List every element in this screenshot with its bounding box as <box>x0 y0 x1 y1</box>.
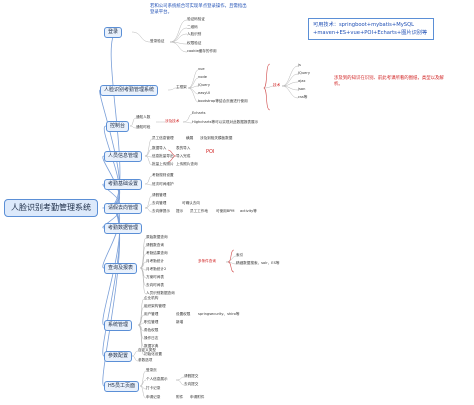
top-note: 若和公司系统统合可实现单点登录操作，且需指出登录平台。 <box>150 4 247 15</box>
branch-login[interactable]: 登录 <box>104 27 123 38</box>
login-item[interactable]: cookie缓存的作用 <box>187 49 217 53</box>
leave-extra: 提示 <box>176 209 184 213</box>
h5-item[interactable]: 申请记录 <box>146 395 161 399</box>
poi-label: POI <box>206 149 215 155</box>
people-item[interactable]: 数据导入 <box>152 146 167 150</box>
query-item[interactable]: 考勤结果查询 <box>146 251 168 255</box>
face-main-frame[interactable]: 主框架 <box>176 85 187 89</box>
h5-extra: 附件 <box>176 395 184 399</box>
tech-item[interactable]: js <box>298 63 301 67</box>
face-note: 涉及到的知识在识别、前此考课所看的图纸，类型以及解析。 <box>334 76 444 87</box>
h5-extra: 去向提交 <box>184 382 199 386</box>
query-item[interactable]: 月考勤统计2 <box>146 267 167 271</box>
leave-item[interactable]: 请假管理 <box>152 193 167 197</box>
system-item[interactable]: 用户管理 <box>144 312 159 316</box>
root-node[interactable]: 人脸识别考勤管理系统 <box>4 199 98 217</box>
login-item[interactable]: 人脸识别 <box>187 32 202 36</box>
system-extra: springsecurity、shiro等 <box>198 312 240 316</box>
leave-extra: activity等 <box>240 209 257 213</box>
people-extra: 表的导入 <box>176 146 191 150</box>
people-extra: 横展 <box>186 136 194 140</box>
branch-h5[interactable]: H5员工页面 <box>104 381 139 392</box>
leave-extra: 可使用BPM <box>216 209 235 213</box>
login-verify[interactable]: 登录验证 <box>150 39 165 43</box>
query-item[interactable]: 去向时间表 <box>146 283 164 287</box>
query-item[interactable]: 原始数据查询 <box>146 235 168 239</box>
people-extra: 上传照片查询 <box>176 162 198 166</box>
branch-params[interactable]: 参数配置 <box>104 351 133 362</box>
params-item[interactable]: 自定义类型 <box>138 348 156 352</box>
query-item[interactable]: 人员识别数据查询 <box>146 291 175 295</box>
leave-extra: 可确认去向 <box>182 201 200 205</box>
query-tech-label[interactable]: 多条件查询 <box>198 259 216 263</box>
people-extra: 导入完成 <box>176 154 191 158</box>
people-item[interactable]: 信息批量导出 <box>152 154 174 158</box>
query-item[interactable]: 月考勤统计 <box>146 259 164 263</box>
chart-item[interactable]: Highcharts等可以实现对此数据报表展示 <box>192 120 259 124</box>
system-extra: 设置权限 <box>176 312 191 316</box>
branch-query[interactable]: 查询及报表 <box>104 263 138 274</box>
login-item[interactable]: 二维码 <box>187 25 198 29</box>
people-item[interactable]: 批量上传照片 <box>152 162 174 166</box>
tech-item[interactable]: json <box>298 87 306 91</box>
frame-item[interactable]: bootstrap等结合页面进行使用 <box>198 99 248 103</box>
frame-item[interactable]: node <box>198 75 207 79</box>
console-tech-label[interactable]: 涉及技术 <box>165 119 180 123</box>
frame-item[interactable]: JQuery <box>198 83 210 87</box>
query-item[interactable]: 请假数查询 <box>146 243 164 247</box>
console-item[interactable]: 通知时段 <box>136 125 151 129</box>
query-tech-item[interactable]: 精细数据搜索，solr、ES等 <box>236 261 280 265</box>
leave-extra: 员工工作地 <box>190 209 208 213</box>
branch-data[interactable]: 考勤数据管理 <box>104 223 143 234</box>
branch-face[interactable]: 人脸识别考勤管理系统 <box>100 85 159 96</box>
leave-item[interactable]: 去向管理 <box>152 201 167 205</box>
frame-item[interactable]: vue <box>198 67 205 71</box>
branch-system[interactable]: 系统管理 <box>104 320 133 331</box>
face-tech-label[interactable]: 技术 <box>273 83 281 87</box>
params-item[interactable]: 参数选项 <box>138 358 153 362</box>
system-item[interactable]: 组织架构管理 <box>144 304 166 308</box>
people-item[interactable]: 员工信息管理 <box>152 136 174 140</box>
people-extra: 涉及到相关模板数据 <box>200 136 233 140</box>
login-item[interactable]: 验证码验证 <box>187 17 205 21</box>
login-item[interactable]: 权限验证 <box>187 41 202 45</box>
tech-stack-box: 可用技术：springboot+mybatis+MySQL +maven+ES+… <box>308 18 434 40</box>
h5-extra: 申请附件 <box>190 395 205 399</box>
system-item[interactable]: 操作日志 <box>144 336 159 340</box>
system-item[interactable]: 企业机构 <box>144 296 159 300</box>
tech-item[interactable]: JQuery <box>298 71 310 75</box>
branch-attendance[interactable]: 考勤基础设置 <box>104 179 143 190</box>
branch-people[interactable]: 人员信息管理 <box>104 151 143 162</box>
h5-item[interactable]: 登录页 <box>146 368 157 372</box>
system-item[interactable]: 职位管理 <box>144 320 159 324</box>
tech-item[interactable]: css等 <box>298 95 308 99</box>
h5-extra: 请假提交 <box>184 374 199 378</box>
chart-item[interactable]: Echarts <box>192 111 206 115</box>
query-item[interactable]: 方案时间表 <box>146 275 164 279</box>
system-item[interactable]: 数据字典 <box>144 344 159 348</box>
system-extra: 新增 <box>176 320 184 324</box>
leave-item[interactable]: 去向牌提示 <box>152 209 170 213</box>
query-tech-item[interactable]: 索引 <box>236 253 244 257</box>
attendance-item[interactable]: 班次时间维护 <box>152 182 174 186</box>
system-item[interactable]: 初始化设置 <box>144 352 162 356</box>
attendance-item[interactable]: 考勤规则设置 <box>152 173 174 177</box>
console-item[interactable]: 通知人数 <box>136 115 151 119</box>
branch-leave[interactable]: 请假去向管理 <box>104 203 143 214</box>
h5-item[interactable]: 个人信息展示 <box>146 377 168 381</box>
frame-item[interactable]: easyUI <box>198 91 211 95</box>
branch-console[interactable]: 控制台 <box>106 121 130 132</box>
tech-item[interactable]: ajax <box>298 79 306 83</box>
h5-item[interactable]: 打卡记录 <box>146 386 161 390</box>
system-item[interactable]: 角色权限 <box>144 328 159 332</box>
